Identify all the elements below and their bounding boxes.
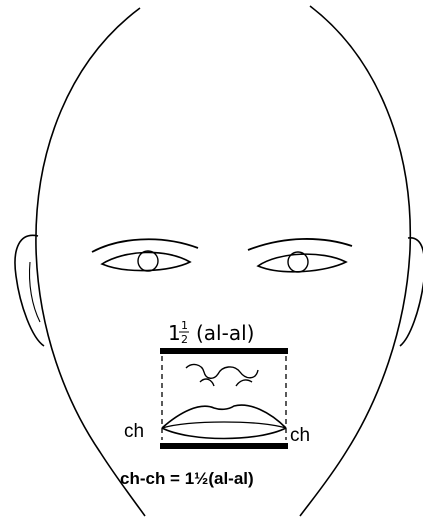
lower-lip — [162, 428, 286, 439]
mouth-line — [162, 422, 286, 428]
left-cheilion-label: ch — [124, 421, 144, 442]
left-iris — [138, 251, 158, 271]
top-measure-whole: 1 — [168, 321, 181, 345]
right-eye — [258, 254, 346, 272]
right-eyebrow — [248, 239, 352, 250]
left-ear-inner — [29, 262, 40, 322]
left-eyebrow — [92, 239, 198, 252]
nose — [186, 365, 258, 386]
proportion-formula: ch-ch = 1½(al-al) — [120, 469, 254, 488]
head-outline — [36, 6, 410, 516]
left-eye — [102, 252, 190, 270]
top-measure-frac-num: 1 — [181, 319, 188, 332]
top-measure-frac-den: 2 — [181, 333, 188, 346]
mouth-width-bar — [160, 443, 288, 449]
right-cheilion-label: ch — [290, 425, 310, 446]
alar-width-bar — [160, 348, 288, 354]
right-ear — [400, 238, 423, 346]
top-measure-expr: (al-al) — [196, 321, 254, 345]
